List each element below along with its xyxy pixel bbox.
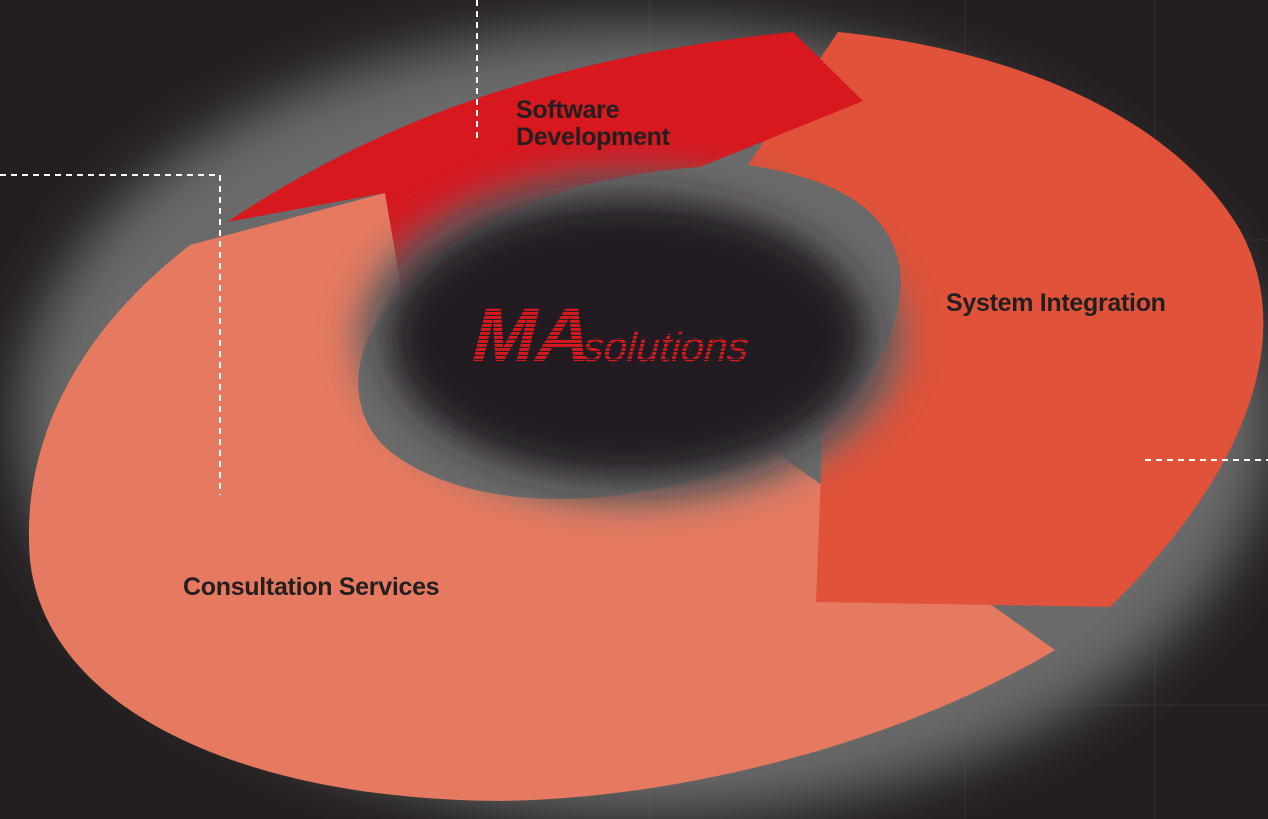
label-software-development: Software Development [516, 97, 670, 151]
label-software-line2: Development [516, 123, 670, 151]
inner-hole [388, 198, 868, 478]
segment-software-development [227, 32, 863, 292]
label-system-integration: System Integration [946, 289, 1166, 317]
connector-consultation [0, 174, 221, 495]
label-software-line1: Software [516, 96, 620, 124]
connector-lines [0, 0, 1268, 495]
logo-secondary-text: solutions [578, 324, 755, 371]
ma-solutions-logo: MA solutions [464, 293, 755, 378]
label-consultation-services: Consultation Services [183, 573, 440, 601]
segment-system-integration [748, 32, 1264, 607]
logo-primary-text: MA [464, 293, 603, 378]
segment-consultation-services [28, 193, 1056, 801]
